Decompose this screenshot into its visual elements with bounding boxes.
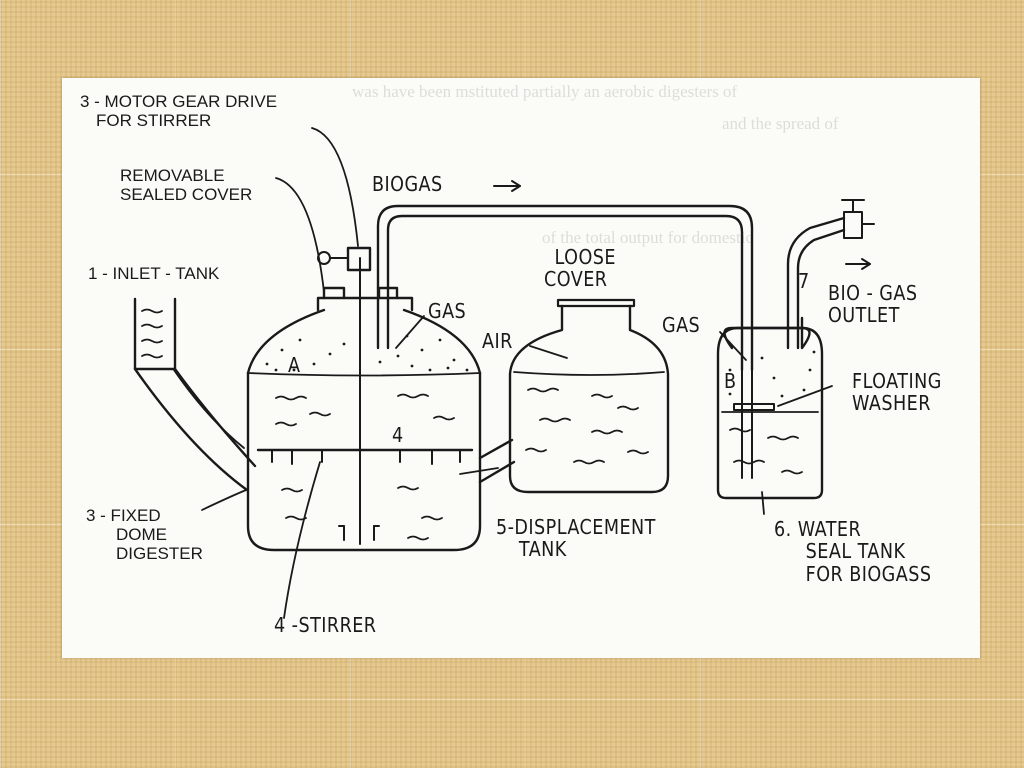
label-line: 5-DISPLACEMENT: [496, 515, 656, 539]
label-region-4: 4: [392, 423, 404, 447]
label-line: REMOVABLE: [120, 166, 225, 185]
label-outlet-number: 7: [798, 269, 810, 293]
label-line: FOR BIOGASS: [805, 561, 932, 586]
seal-waves: [729, 427, 803, 475]
label-line: TANK: [518, 537, 567, 562]
scan-bleed-text: was have been mstituted partially an aer…: [352, 82, 738, 101]
displacement-tank: [508, 298, 670, 494]
biogas-plant-drawing: [133, 127, 875, 619]
label-region-b: B: [724, 369, 737, 393]
label-removable-cover: REMOVABLE SEALED COVER: [120, 166, 252, 204]
water-seal-tank: [716, 199, 875, 500]
leader-lines: [173, 127, 833, 619]
label-line: OUTLET: [828, 303, 900, 328]
label-stirrer: 4 -STIRRER: [274, 613, 377, 637]
diagram-frame: was have been mstituted partially an aer…: [62, 78, 980, 658]
label-region-a: A: [288, 353, 301, 377]
label-motor-gear-drive: 3 - MOTOR GEAR DRIVE FOR STIRRER: [80, 92, 277, 130]
label-line: 3 - MOTOR GEAR DRIVE: [80, 92, 278, 111]
label-line: 6. WATER: [774, 517, 862, 541]
label-line: DIGESTER: [116, 544, 203, 564]
label-floating-washer: FLOATING WASHER: [852, 370, 942, 415]
label-line: SEALED COVER: [120, 185, 253, 205]
label-line: 3 - FIXED: [86, 506, 161, 525]
label-line: LOOSE: [554, 245, 616, 269]
inlet-tank: [133, 297, 257, 492]
label-water-seal-tank: 6. WATER SEAL TANK FOR BIOGASS: [774, 517, 932, 586]
label-line: WASHER: [852, 391, 931, 416]
label-fixed-dome-digester: 3 - FIXED DOME DIGESTER: [86, 506, 203, 563]
label-air: AIR: [482, 329, 513, 353]
digester-vessel: [246, 246, 516, 552]
label-line: COVER: [544, 267, 608, 292]
label-gas-digester: GAS: [428, 299, 467, 323]
scan-bleed-text: and the spread of: [722, 114, 839, 133]
label-loose-cover: LOOSE COVER: [544, 246, 616, 291]
label-line: FLOATING: [852, 369, 942, 393]
label-line: FOR STIRRER: [96, 111, 212, 131]
slurry-waves: [275, 393, 455, 541]
biogas-pipe: [376, 180, 754, 372]
label-line: SEAL TANK: [805, 539, 906, 564]
label-biogas-flow: BIOGAS: [372, 172, 443, 196]
label-inlet-tank: 1 - INLET - TANK: [88, 264, 220, 283]
label-line: BIO - GAS: [828, 281, 918, 305]
seal-gas-dots: [728, 350, 816, 398]
scan-bleed-text: of the total output for domestic: [542, 228, 754, 247]
label-gas-seal: GAS: [662, 313, 701, 337]
label-displacement-tank: 5-DISPLACEMENT TANK: [496, 516, 656, 561]
label-biogas-outlet: BIO - GAS OUTLET: [828, 282, 917, 327]
label-line: DOME: [116, 525, 167, 545]
displacement-waves: [525, 387, 649, 465]
